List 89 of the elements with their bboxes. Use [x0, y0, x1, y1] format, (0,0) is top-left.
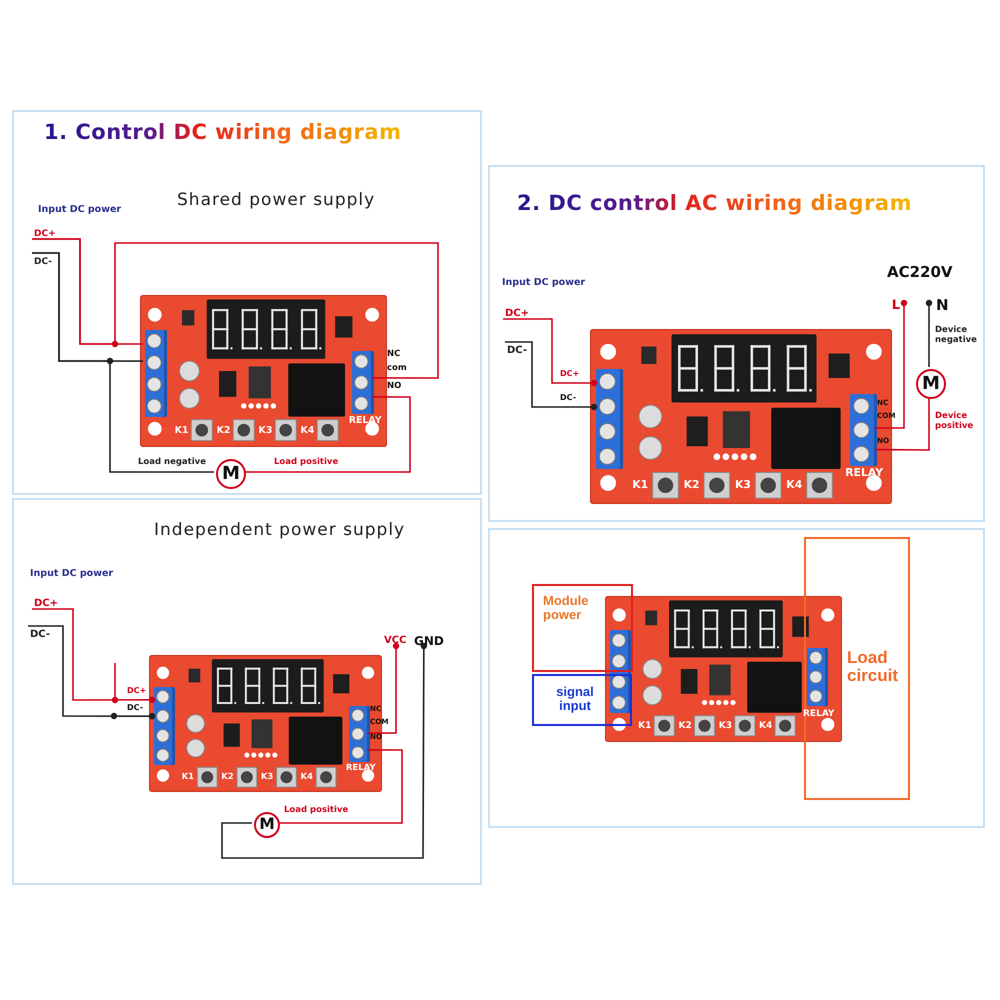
- wire-label: DC+: [34, 227, 62, 241]
- panel-subtitle: Shared power supply: [177, 190, 376, 210]
- highlight-frame: [804, 537, 910, 800]
- terminal-block: [352, 351, 374, 414]
- wire: [244, 396, 411, 473]
- power-input-note: Input DC power: [30, 569, 114, 578]
- terminal-block: [596, 369, 623, 469]
- motor-label: M: [259, 817, 275, 833]
- wire: [503, 318, 598, 386]
- edge-label: Device negative: [935, 326, 978, 346]
- wire-label: VCC: [384, 634, 410, 648]
- button-label: K2: [216, 426, 230, 436]
- button-label: K1: [632, 480, 648, 490]
- relay-label: RELAY: [845, 468, 884, 479]
- wire: [32, 252, 214, 473]
- zone-label: signal input: [555, 685, 595, 712]
- relay-label: RELAY: [803, 710, 834, 719]
- panel-title: 1. Control DC wiring diagram: [44, 120, 402, 144]
- wire-label: DC-: [507, 344, 537, 358]
- terminal-block: [349, 706, 370, 762]
- terminal-label: NO: [387, 382, 402, 390]
- button-label: K2: [221, 772, 234, 782]
- button-label: K2: [684, 480, 700, 490]
- button-label: K4: [300, 772, 313, 782]
- button-label: K4: [759, 722, 772, 731]
- relay-label: RELAY: [348, 416, 382, 426]
- wire: [32, 238, 439, 379]
- motor-label: M: [222, 465, 240, 483]
- terminal-block: [610, 630, 631, 713]
- motor-symbol: [916, 369, 946, 399]
- edge-label: Device positive: [935, 412, 974, 432]
- terminal-label: com: [387, 364, 407, 372]
- panel-frame: [488, 165, 985, 522]
- edge-label: Load negative: [138, 458, 207, 468]
- terminal-label: DC-: [127, 704, 144, 712]
- terminal-label: DC+: [560, 370, 580, 378]
- zone-label: Module power: [543, 594, 590, 622]
- terminal-block: [807, 648, 828, 706]
- button-label: K4: [786, 480, 802, 490]
- relay-label: RELAY: [346, 764, 376, 772]
- edge-label: Load positive: [284, 806, 350, 816]
- wire: [505, 341, 598, 410]
- wire-label: N: [931, 296, 951, 314]
- motor-symbol: [254, 812, 280, 838]
- zone-label: Load circuit: [847, 649, 900, 685]
- button-label: K1: [182, 772, 194, 782]
- highlight-frame: [532, 584, 633, 672]
- button-label: K3: [734, 480, 751, 490]
- terminal-block: [145, 330, 167, 417]
- motor-symbol: [216, 459, 246, 489]
- terminal-label: DC-: [560, 394, 576, 402]
- button-label: K1: [638, 722, 652, 731]
- wire: [28, 625, 156, 720]
- wire-label: L: [888, 297, 906, 313]
- button-label: K4: [300, 426, 314, 436]
- wire: [32, 608, 156, 704]
- wire-label: DC+: [505, 307, 535, 321]
- panel-frame: [12, 498, 482, 885]
- wire: [875, 397, 930, 451]
- wire: [875, 300, 908, 429]
- terminal-label: DC+: [127, 687, 146, 695]
- button-label: K1: [174, 426, 188, 436]
- wire: [926, 300, 932, 367]
- wire: [221, 642, 428, 859]
- wire-label: DC-: [30, 628, 60, 642]
- highlight-frame: [532, 674, 632, 726]
- edge-label: Load positive: [274, 458, 340, 468]
- relay-module-board: [605, 596, 842, 742]
- wire-label: GND: [414, 633, 446, 648]
- wire-label: DC-: [34, 255, 62, 269]
- wire-label: DC+: [34, 597, 64, 611]
- panel-frame: [488, 528, 985, 828]
- button-label: K2: [678, 722, 692, 731]
- power-input-note: Input DC power: [502, 278, 586, 288]
- power-input-note: Input DC power: [38, 205, 122, 214]
- panel-frame: [12, 110, 482, 495]
- panel-subtitle: Independent power supply: [154, 520, 406, 540]
- terminal-block: [850, 394, 877, 466]
- voltage-label: AC220V: [887, 265, 953, 280]
- terminal-block: [154, 687, 175, 765]
- relay-module-board: [140, 295, 387, 447]
- wire: [278, 749, 403, 824]
- button-label: K3: [718, 722, 732, 731]
- terminal-label: NC: [387, 350, 400, 358]
- motor-label: M: [922, 375, 940, 393]
- button-label: K3: [260, 772, 274, 782]
- panel-title: 2. DC control AC wiring diagram: [517, 191, 912, 215]
- button-label: K3: [258, 426, 272, 436]
- wire: [368, 642, 400, 734]
